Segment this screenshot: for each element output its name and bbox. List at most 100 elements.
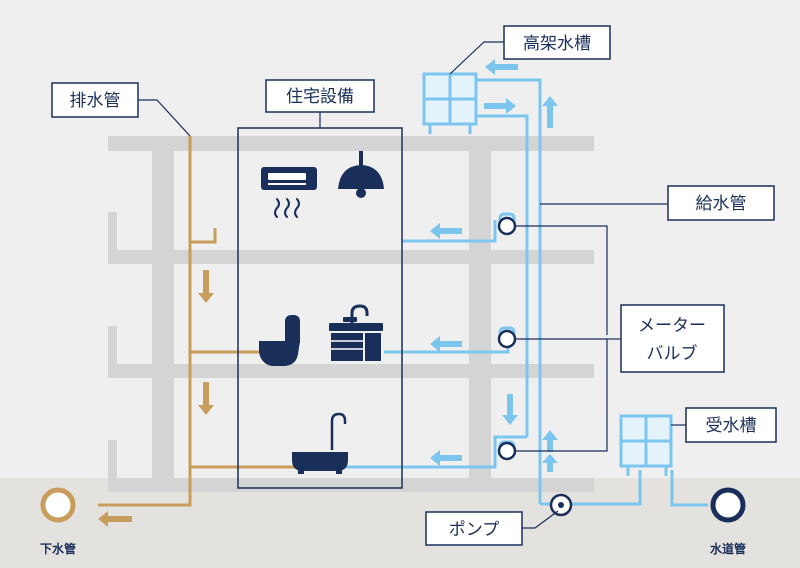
supply-floor-3 [334, 435, 527, 469]
sewer-icon [40, 487, 76, 523]
label-box-pump-frame [425, 511, 523, 546]
toilet-tank [285, 315, 300, 347]
label-box-elevated-tank-frame [503, 25, 611, 60]
supply-floor-1 [402, 220, 497, 243]
label-meter-line1: メーター [638, 316, 706, 336]
label-supply-pipe: 給水管 [696, 194, 747, 214]
supply-down [472, 114, 529, 437]
supply-arrow-up-3 [542, 454, 558, 472]
leader-meter [515, 225, 608, 335]
supply-arrow-right [484, 98, 516, 114]
ledge-3 [108, 440, 117, 478]
sink-handle [343, 317, 357, 322]
label-box-meter-valve-frame [620, 304, 725, 373]
label-elevated-tank: 高架水槽 [523, 34, 591, 54]
ceiling-lamp-shade [338, 165, 384, 189]
meter-valve-2 [497, 329, 517, 349]
label-box-receiving-tank: 受水槽 [685, 407, 777, 443]
air-flow-line-1 [274, 198, 280, 218]
leader-meter-3 [515, 339, 608, 452]
sink-cabinet-door [365, 333, 381, 361]
supply-pump-line [540, 470, 642, 506]
supply-arrow-left-top [485, 59, 518, 75]
label-box-meter-valve: メーター バルブ [620, 304, 725, 373]
floor-slab-3 [108, 364, 594, 378]
drain-pipes [98, 136, 300, 507]
label-box-housing-frame [265, 79, 375, 113]
label-sewer: 下水管 [40, 541, 76, 556]
label-box-drain: 排水管 [51, 82, 139, 118]
label-box-pump: ポンプ [425, 511, 523, 546]
leader-pump [522, 510, 559, 529]
bathtub-icon [292, 412, 348, 474]
air-flow-line-3 [294, 198, 300, 218]
receiving-tank [619, 414, 673, 476]
leader-drain [138, 99, 191, 137]
supply-main-line [670, 470, 708, 507]
ceiling-lamp-icon [338, 151, 384, 198]
leader-elevated-tank [449, 41, 504, 75]
label-drain-pipe: 排水管 [70, 91, 121, 111]
meter-valve-3 [497, 441, 517, 461]
label-box-supply: 給水管 [667, 185, 775, 221]
label-box-supply-frame [667, 185, 775, 221]
sink-cabinet [331, 333, 363, 361]
drain-branch-top [190, 228, 217, 244]
drain-arrow-down-2 [198, 382, 214, 415]
label-box-housing: 住宅設備 [265, 79, 375, 113]
floor-slab-2 [108, 250, 594, 264]
ceiling-lamp-bulb [356, 188, 366, 198]
sink-icon [329, 304, 383, 361]
label-housing-equipment: 住宅設備 [286, 87, 354, 107]
drain-flow-arrows [98, 270, 214, 527]
pump-icon-center [558, 502, 564, 508]
bathtub-foot-left [298, 470, 304, 474]
callout-leaders [138, 41, 686, 529]
building-structure [108, 136, 594, 492]
label-receiving-tank: 受水槽 [706, 416, 757, 436]
supply-arrow-up-1 [542, 96, 558, 128]
elevated-tank [422, 72, 478, 134]
bathtub-foot-right [336, 470, 342, 474]
toilet-icon [259, 315, 300, 366]
label-pump: ポンプ [449, 520, 500, 540]
ground-slab [108, 478, 594, 492]
label-box-drain-frame [51, 82, 139, 118]
sink-drawer-lines [331, 340, 363, 350]
supply-riser [472, 78, 542, 504]
drain-main [98, 136, 192, 507]
label-water-main: 水道管 [710, 541, 746, 556]
ledge-2 [108, 326, 117, 364]
label-valve-line2: バルブ [647, 343, 698, 364]
label-box-elevated-tank: 高架水槽 [503, 25, 611, 60]
column-right [469, 136, 491, 492]
ledge-1 [108, 212, 117, 250]
ground [0, 478, 800, 568]
bathtub-basin [292, 452, 348, 471]
ceiling-lamp-cord [359, 151, 363, 167]
meter-valve-1 [497, 216, 517, 236]
bathtub-faucet [330, 412, 347, 450]
supply-arrow-down [502, 394, 518, 425]
drain-arrow-down-1 [198, 270, 214, 303]
roof-slab [108, 136, 594, 151]
label-box-receiving-tank-frame [685, 407, 777, 443]
air-flow-line-2 [284, 198, 290, 218]
supply-arrow-left-3 [430, 450, 462, 466]
supply-arrow-left-2 [430, 336, 462, 352]
air-flow-lines [274, 198, 300, 218]
toilet-bowl [259, 341, 300, 366]
supply-arrow-up-2 [542, 430, 558, 452]
air-conditioner-panel [268, 173, 306, 180]
column-left [152, 136, 174, 492]
water-main-icon [710, 487, 746, 523]
sink-counter [329, 323, 383, 331]
supply-flow-arrows [430, 59, 558, 472]
supply-arrow-left-1 [430, 223, 462, 239]
air-conditioner-vent [268, 183, 306, 185]
drain-arrow-left [98, 511, 132, 527]
air-conditioner-icon [261, 167, 317, 218]
sink-faucet [350, 304, 369, 323]
